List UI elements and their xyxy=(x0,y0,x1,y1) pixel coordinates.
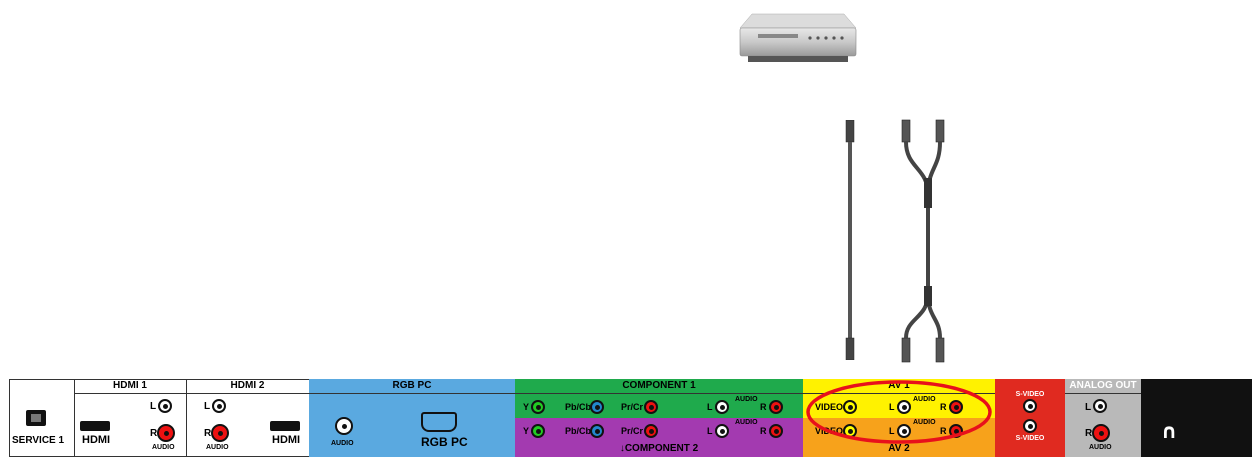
component1-pr-label: Pr/Cr xyxy=(621,402,643,412)
svideo-top-jack[interactable] xyxy=(1023,399,1037,413)
component2-r-label: R xyxy=(760,426,767,436)
svideo-bottom-label: S-VIDEO xyxy=(995,435,1065,442)
hdmi2-l-label: L xyxy=(204,401,210,412)
component1-pb-jack[interactable] xyxy=(590,400,604,414)
component2-y-jack[interactable] xyxy=(531,424,545,438)
component2-pr-label: Pr/Cr xyxy=(621,426,643,436)
component1-pb-label: Pb/Cb xyxy=(565,402,591,412)
vga-port-icon[interactable] xyxy=(421,412,457,432)
component1-y-jack[interactable] xyxy=(531,400,545,414)
svideo-top-label: S-VIDEO xyxy=(995,391,1065,398)
analog-out-audio-label: AUDIO xyxy=(1089,444,1112,451)
component2-title: ↓COMPONENT 2 xyxy=(515,443,803,454)
hdmi2-audio-label: AUDIO xyxy=(206,444,229,451)
component2-audio-label: AUDIO xyxy=(735,419,758,426)
component2-y-label: Y xyxy=(523,426,529,436)
component1-audio-r-jack[interactable] xyxy=(769,400,783,414)
composite-av-cable-icon xyxy=(892,118,962,368)
service-section: SERVICE 1 xyxy=(9,379,75,457)
component1-section: COMPONENT 1 Y Pb/Cb Pr/Cr AUDIO L R xyxy=(515,379,803,418)
rgb-pc-section: RGB PC AUDIO RGB PC xyxy=(309,379,516,457)
hdmi1-section: HDMI 1 HDMI L R AUDIO xyxy=(74,379,187,457)
hdmi1-port-label: HDMI xyxy=(82,434,110,446)
s-video-cable-icon xyxy=(838,120,862,360)
hdmi1-l-label: L xyxy=(150,401,156,412)
component2-l-label: L xyxy=(707,426,713,436)
component2-pb-label: Pb/Cb xyxy=(565,426,591,436)
component2-pb-jack[interactable] xyxy=(590,424,604,438)
svideo-bottom-jack[interactable] xyxy=(1023,419,1037,433)
hdmi2-section: HDMI 2 L R AUDIO HDMI xyxy=(186,379,310,457)
hdmi2-audio-l-jack[interactable] xyxy=(212,399,226,413)
hdmi2-title: HDMI 2 xyxy=(186,380,309,391)
hdmi1-audio-label: AUDIO xyxy=(152,444,175,451)
rgb-pc-audio-jack[interactable] xyxy=(335,417,353,435)
component2-section: Y Pb/Cb Pr/Cr AUDIO L R ↓COMPONENT 2 xyxy=(515,418,803,457)
hdmi1-port-icon[interactable] xyxy=(80,421,110,431)
analog-out-l-jack[interactable] xyxy=(1093,399,1107,413)
dvd-player-icon xyxy=(738,0,858,72)
component1-audio-label: AUDIO xyxy=(735,396,758,403)
service-label: SERVICE 1 xyxy=(12,435,64,446)
hdmi2-port-label: HDMI xyxy=(272,434,300,446)
analog-out-l-label: L xyxy=(1085,402,1091,413)
component1-pr-jack[interactable] xyxy=(644,400,658,414)
hdmi1-audio-r-jack[interactable] xyxy=(157,424,175,442)
rgb-pc-audio-label: AUDIO xyxy=(331,440,354,447)
rgb-pc-port-label: RGB PC xyxy=(421,435,468,449)
svideo-section: S-VIDEO S-VIDEO xyxy=(995,379,1065,457)
hdmi2-audio-r-jack[interactable] xyxy=(211,424,229,442)
headphone-icon[interactable]: ∩ xyxy=(1161,419,1177,443)
component1-l-label: L xyxy=(707,402,713,412)
hdmi1-audio-l-jack[interactable] xyxy=(158,399,172,413)
component1-title: COMPONENT 1 xyxy=(515,380,803,391)
component1-r-label: R xyxy=(760,402,767,412)
headphone-section: ∩ xyxy=(1141,379,1252,457)
component2-audio-l-jack[interactable] xyxy=(715,424,729,438)
analog-out-section: ANALOG OUT L R AUDIO xyxy=(1065,379,1141,457)
component2-audio-r-jack[interactable] xyxy=(769,424,783,438)
component1-audio-l-jack[interactable] xyxy=(715,400,729,414)
component2-pr-jack[interactable] xyxy=(644,424,658,438)
highlight-ellipse xyxy=(800,364,1000,464)
component1-y-label: Y xyxy=(523,402,529,412)
service-port-icon[interactable] xyxy=(26,410,46,426)
hdmi2-port-icon[interactable] xyxy=(270,421,300,431)
analog-out-title: ANALOG OUT xyxy=(1065,380,1141,391)
analog-out-r-jack[interactable] xyxy=(1092,424,1110,442)
hdmi1-title: HDMI 1 xyxy=(74,380,186,391)
rgb-pc-title: RGB PC xyxy=(309,380,515,391)
